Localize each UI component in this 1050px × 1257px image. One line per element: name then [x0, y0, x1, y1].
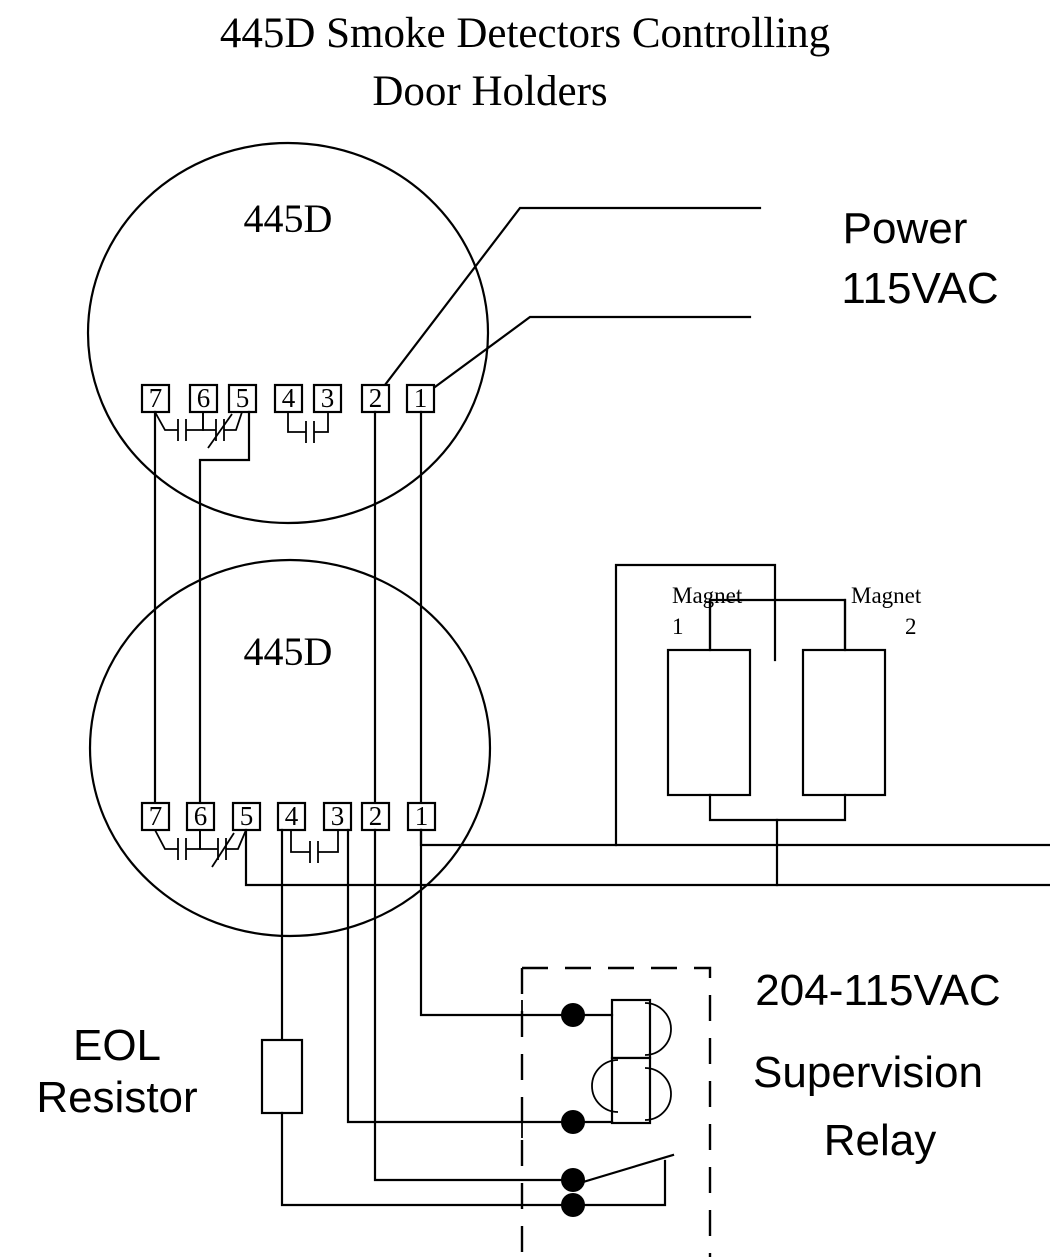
wire-bottom3-to-relay-coil-lower [346, 828, 575, 1124]
detector-top-label: 445D [244, 196, 333, 241]
magnet-1-label-line-1: Magnet [672, 583, 743, 608]
terminal-top-2[interactable] [360, 383, 391, 414]
detector-top-contact-7-6 [154, 411, 204, 441]
terminal-bottom-4-label: 4 [285, 801, 299, 831]
relay-switch-return [581, 1159, 667, 1207]
detector-top-body [86, 141, 490, 525]
terminal-bottom-3-label: 3 [331, 801, 345, 831]
wire-eol-to-relay-contact-lower [280, 1111, 575, 1207]
magnet-2-label-line-2: 2 [905, 614, 917, 639]
terminal-top-2-label: 2 [369, 383, 383, 413]
wire-bottom2-to-relay-contact-upper [373, 828, 575, 1182]
diagram-title-line-2: Door Holders [372, 68, 607, 115]
terminal-bottom-1-label: 1 [415, 801, 429, 831]
terminal-top-4[interactable] [273, 383, 304, 414]
terminal-top-6-label: 6 [197, 383, 211, 413]
detector-bottom-contact-6-5 [199, 829, 247, 868]
power-label-line-1: Power [843, 204, 968, 253]
magnet-2-label-line-1: Magnet [851, 583, 922, 608]
detector-top-contact-4-3 [287, 412, 329, 443]
wire-power-line-1 [373, 206, 762, 400]
detector-top-terminals: 7 6 5 4 3 2 1 [140, 383, 436, 414]
terminal-bottom-5-label: 5 [240, 801, 254, 831]
terminal-bottom-3[interactable] [322, 801, 353, 832]
terminal-bottom-1[interactable] [406, 801, 437, 832]
relay-contact-dot-lower[interactable] [561, 1193, 585, 1217]
wire-bottom1-to-magnet-feed [419, 828, 1050, 847]
wire-power-line-2 [418, 315, 752, 400]
terminal-top-5[interactable] [227, 383, 258, 414]
terminal-bottom-7-label: 7 [149, 801, 163, 831]
detector-bottom-label: 445D [244, 629, 333, 674]
relay-label-line-3: Relay [824, 1116, 937, 1165]
magnet-1-label-line-2: 1 [672, 614, 684, 639]
terminal-bottom-6[interactable] [185, 801, 216, 832]
terminal-bottom-4[interactable] [276, 801, 307, 832]
detector-bottom-contact-7-6 [154, 829, 201, 860]
relay-switch-blade[interactable] [581, 1153, 675, 1184]
eol-label-line-2: Resistor [36, 1073, 197, 1122]
terminal-top-1[interactable] [405, 383, 436, 414]
terminal-top-5-label: 5 [236, 383, 250, 413]
terminal-top-1-label: 1 [414, 383, 428, 413]
detector-bottom-terminals: 7 6 5 4 3 2 1 [140, 801, 437, 832]
magnet-bottom-tie [708, 793, 847, 822]
detector-bottom-body [88, 558, 492, 938]
relay-label-line-2: Supervision [753, 1048, 983, 1097]
magnet-1-frame [614, 563, 777, 847]
terminal-bottom-2-label: 2 [369, 801, 383, 831]
power-label-line-2: 115VAC [841, 264, 998, 313]
magnet-1-body[interactable] [666, 648, 752, 797]
diagram-title-line-1: 445D Smoke Detectors Controlling [220, 10, 830, 57]
wire-top5-to-bottom6 [198, 410, 251, 805]
relay-contact-dot-upper[interactable] [561, 1168, 585, 1192]
detector-top-contact-6-5 [202, 411, 243, 449]
relay-coil [591, 998, 672, 1125]
relay-enclosure-top [522, 966, 712, 1257]
detector-bottom-contact-4-3 [290, 830, 339, 863]
magnet-2-body[interactable] [801, 648, 887, 797]
relay-label-line-1: 204-115VAC [755, 966, 1000, 1015]
terminal-bottom-6-label: 6 [194, 801, 208, 831]
wire-bottom1-to-relay-coil-upper [419, 828, 575, 1017]
wire-bottom5-to-magnet-return [244, 828, 1050, 887]
terminal-top-7-label: 7 [149, 383, 163, 413]
terminal-bottom-2[interactable] [360, 801, 391, 832]
terminal-top-3-label: 3 [321, 383, 335, 413]
eol-label-line-1: EOL [73, 1021, 161, 1070]
eol-resistor-body[interactable] [260, 1038, 304, 1115]
terminal-top-4-label: 4 [282, 383, 296, 413]
